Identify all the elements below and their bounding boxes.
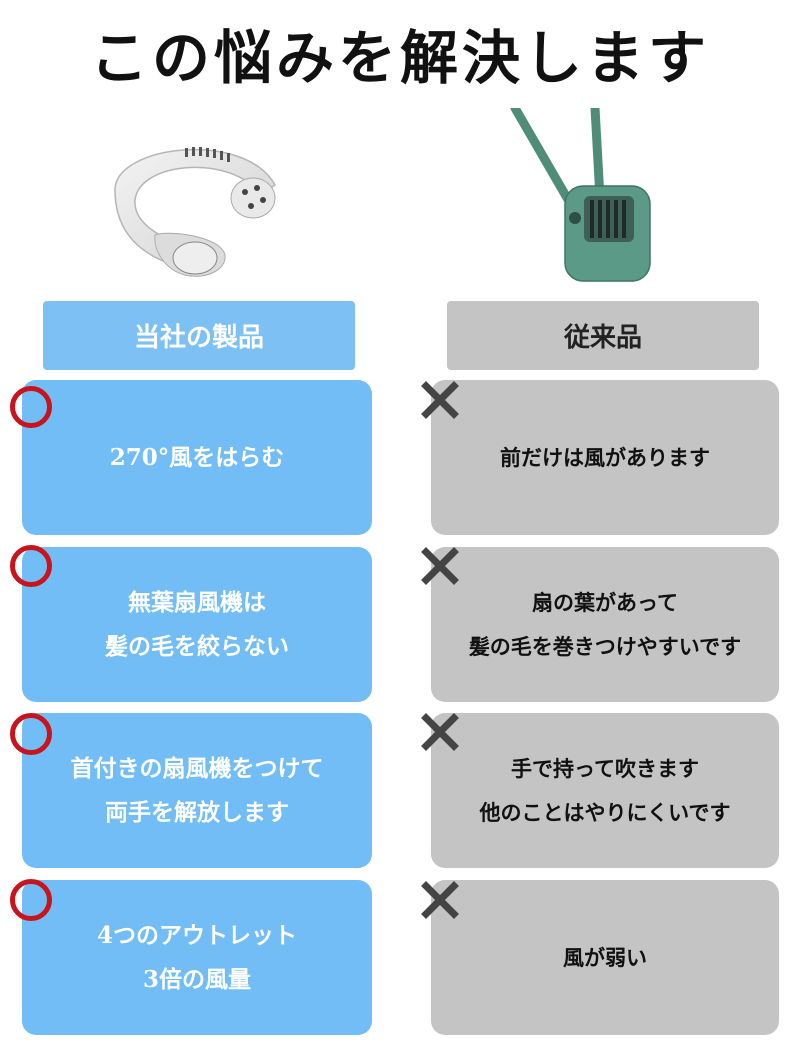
- our-product-card: 4つのアウトレット 3倍の風量: [22, 880, 372, 1035]
- circle-icon: [10, 713, 52, 755]
- circle-icon: [10, 879, 52, 921]
- cross-icon: [421, 713, 459, 751]
- neckband-fan-image: [114, 147, 276, 277]
- traditional-product-card: 手で持って吹きます 他のことはやりにくいです: [431, 713, 779, 868]
- card-text-line: 首付きの扇風機をつけて: [70, 754, 324, 782]
- header-traditional-product: 従来品: [447, 301, 759, 370]
- card-text-line: 髪の毛を巻きつけやすいです: [468, 633, 742, 659]
- hanging-fan-image: [510, 108, 651, 282]
- card-text-line: 無葉扇風機は: [128, 588, 266, 616]
- card-text-line: 4つのアウトレット: [96, 921, 297, 949]
- our-product-card: 首付きの扇風機をつけて 両手を解放します: [22, 713, 372, 868]
- card-text-line: 前だけは風があります: [500, 444, 710, 470]
- cross-icon: [421, 881, 459, 919]
- card-text-line: 3倍の風量: [142, 965, 251, 993]
- card-text-line: 手で持って吹きます: [511, 755, 699, 781]
- cross-icon: [421, 547, 459, 585]
- card-text-line: 扇の葉があって: [532, 589, 678, 615]
- traditional-product-card: 扇の葉があって 髪の毛を巻きつけやすいです: [431, 547, 779, 702]
- card-text-line: 髪の毛を絞らない: [105, 632, 289, 660]
- circle-icon: [10, 545, 52, 587]
- header-our-product: 当社の製品: [43, 301, 355, 370]
- card-text-line: 270°風をはらむ: [109, 443, 285, 471]
- traditional-product-card: 前だけは風があります: [431, 380, 779, 535]
- traditional-product-card: 風が弱い: [431, 880, 779, 1035]
- circle-icon: [10, 386, 52, 428]
- our-product-card: 無葉扇風機は 髪の毛を絞らない: [22, 547, 372, 702]
- page-title: この悩みを解決します: [89, 24, 710, 92]
- card-text-line: 他のことはやりにくいです: [479, 799, 731, 825]
- cross-icon: [421, 381, 459, 419]
- card-text-line: 両手を解放します: [105, 798, 289, 826]
- card-text-line: 風が弱い: [563, 944, 647, 970]
- our-product-card: 270°風をはらむ: [22, 380, 372, 535]
